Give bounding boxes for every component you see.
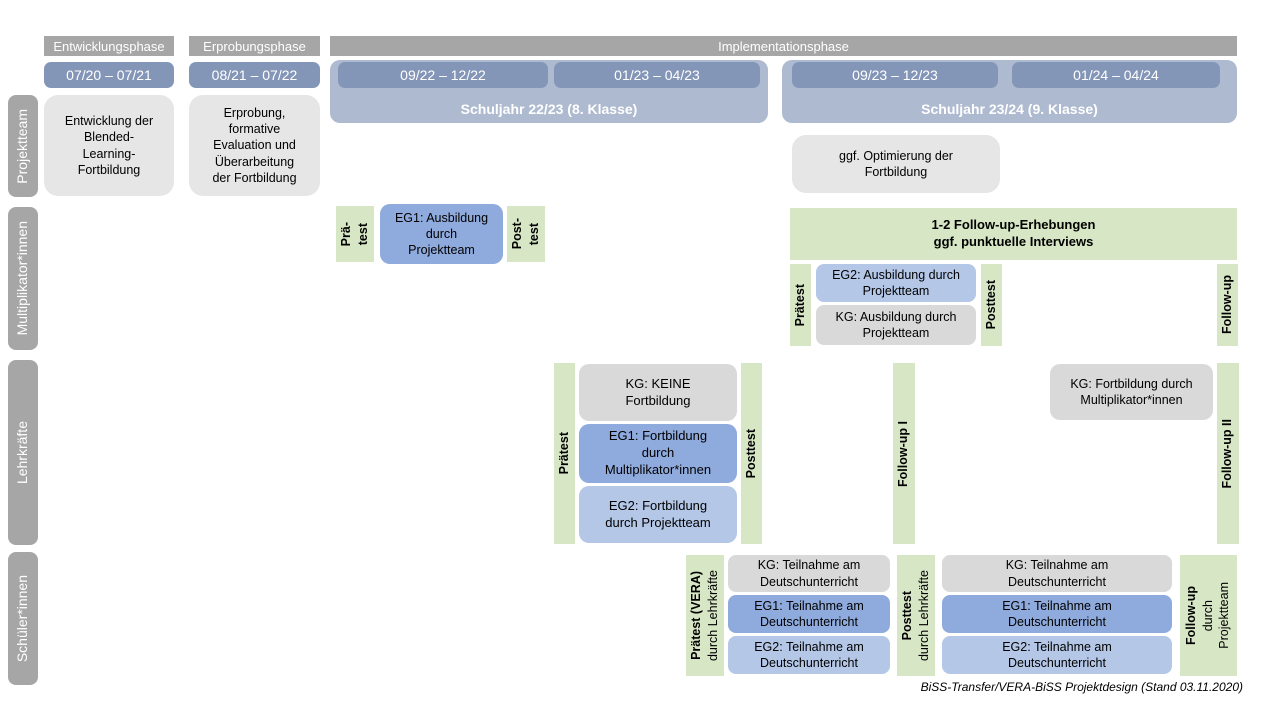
date-box-0923-1223: 09/23 – 12/23 xyxy=(792,62,998,88)
label-followup-schueler: Follow-up durch Projektteam xyxy=(1180,555,1237,676)
box-kg-fortbildung-multiplikatorinnen: KG: Fortbildung durch Multiplikator*inne… xyxy=(1050,364,1213,420)
box-kg-teilnahme-2: KG: Teilnahme am Deutschunterricht xyxy=(942,555,1172,592)
posttest-label: Posttest xyxy=(743,428,758,479)
praetest-vera-sublabel: durch Lehrkräfte xyxy=(705,569,720,662)
label-posttest-lehrkraefte: Posttest xyxy=(741,363,762,544)
label-followup-2: Follow-up II xyxy=(1217,363,1239,544)
schuljahr-22-23-label: Schuljahr 22/23 (8. Klasse) xyxy=(460,101,638,117)
label-posttest-multiplikator-2: Posttest xyxy=(981,264,1002,346)
row-label-multiplikatorinnen-text: Multiplikator*innen xyxy=(14,221,31,336)
box-ggf-optimierung: ggf. Optimierung der Fortbildung xyxy=(792,135,1000,193)
box-eg1-fortbildung-multiplikatorinnen: EG1: Fortbildung durch Multiplikator*inn… xyxy=(579,424,737,483)
row-label-schuelerinnen-text: Schüler*innen xyxy=(14,574,31,663)
followup-schueler-label: Follow-up xyxy=(1183,585,1198,645)
box-kg-ausbildung-projektteam: KG: Ausbildung durch Projektteam xyxy=(816,305,976,345)
date-box-0922-1222: 09/22 – 12/22 xyxy=(338,62,548,88)
followup-label: Follow-up xyxy=(1219,275,1234,335)
row-label-projektteam: Projektteam xyxy=(8,95,38,197)
phase-header-erprobungsphase: Erprobungsphase xyxy=(189,36,320,56)
box-eg2-teilnahme-1: EG2: Teilnahme am Deutschunterricht xyxy=(728,636,890,674)
schuljahr-23-24-label: Schuljahr 23/24 (9. Klasse) xyxy=(921,101,1098,117)
praetest-vera-label: Prätest (VERA) xyxy=(688,571,703,660)
posttest-schueler-sublabel: durch Lehrkräfte xyxy=(916,569,931,662)
box-eg1-teilnahme-1: EG1: Teilnahme am Deutschunterricht xyxy=(728,595,890,633)
box-erprobung-evaluation: Erprobung, formative Evaluation und Über… xyxy=(189,95,320,196)
praetest-line2: test xyxy=(355,222,370,246)
label-posttest-multiplikator-1: Post- test xyxy=(507,206,545,262)
posttest-line1: Post- xyxy=(509,218,524,250)
followup-1-label: Follow-up I xyxy=(896,420,911,487)
phase-header-entwicklungsphase: Entwicklungsphase xyxy=(44,36,174,56)
box-eg1-ausbildung-projektteam: EG1: Ausbildung durch Projektteam xyxy=(380,204,503,264)
label-praetest-lehrkraefte: Prätest xyxy=(554,363,575,544)
posttest-label: Posttest xyxy=(983,280,998,330)
box-eg2-teilnahme-2: EG2: Teilnahme am Deutschunterricht xyxy=(942,636,1172,674)
label-praetest-multiplikator-1: Prä- test xyxy=(336,206,374,262)
praetest-line1: Prä- xyxy=(338,221,353,247)
row-label-lehrkraefte: Lehrkräfte xyxy=(8,360,38,545)
posttest-schueler-label: Posttest xyxy=(899,590,914,641)
label-praetest-multiplikator-2: Prätest xyxy=(790,264,811,346)
label-praetest-vera: Prätest (VERA) durch Lehrkräfte xyxy=(686,555,724,676)
box-kg-teilnahme-1: KG: Teilnahme am Deutschunterricht xyxy=(728,555,890,592)
praetest-label: Prätest xyxy=(556,432,571,475)
label-followup-multiplikator: Follow-up xyxy=(1217,264,1238,346)
row-label-schuelerinnen: Schüler*innen xyxy=(8,552,38,685)
label-posttest-schueler: Posttest durch Lehrkräfte xyxy=(897,555,935,676)
date-box-0123-0423: 01/23 – 04/23 xyxy=(554,62,760,88)
box-eg2-fortbildung-projektteam: EG2: Fortbildung durch Projektteam xyxy=(579,486,737,543)
followup-2-label: Follow-up II xyxy=(1220,418,1235,489)
box-eg2-ausbildung-projektteam: EG2: Ausbildung durch Projektteam xyxy=(816,264,976,302)
followup-schueler-sublabel-2: Projektteam xyxy=(1217,582,1232,649)
phase-header-implementationsphase: Implementationsphase xyxy=(330,36,1237,56)
label-followup-1: Follow-up I xyxy=(893,363,915,544)
row-label-multiplikatorinnen: Multiplikator*innen xyxy=(8,207,38,350)
row-label-projektteam-text: Projektteam xyxy=(14,108,31,184)
box-kg-keine-fortbildung: KG: KEINE Fortbildung xyxy=(579,364,737,421)
row-label-lehrkraefte-text: Lehrkräfte xyxy=(14,420,31,485)
followup-schueler-sublabel-1: durch xyxy=(1200,599,1215,632)
caption: BiSS-Transfer/VERA-BiSS Projektdesign (S… xyxy=(920,680,1243,694)
date-box-0821-0722: 08/21 – 07/22 xyxy=(189,62,320,88)
box-eg1-teilnahme-2: EG1: Teilnahme am Deutschunterricht xyxy=(942,595,1172,633)
box-entwicklung-blended-learning: Entwicklung der Blended- Learning- Fortb… xyxy=(44,95,174,196)
date-box-0124-0424: 01/24 – 04/24 xyxy=(1012,62,1220,88)
box-followup-erhebungen: 1-2 Follow-up-Erhebungen ggf. punktuelle… xyxy=(790,208,1237,260)
date-box-0720-0721: 07/20 – 07/21 xyxy=(44,62,174,88)
posttest-line2: test xyxy=(526,222,541,246)
praetest-label: Prätest xyxy=(792,283,807,327)
